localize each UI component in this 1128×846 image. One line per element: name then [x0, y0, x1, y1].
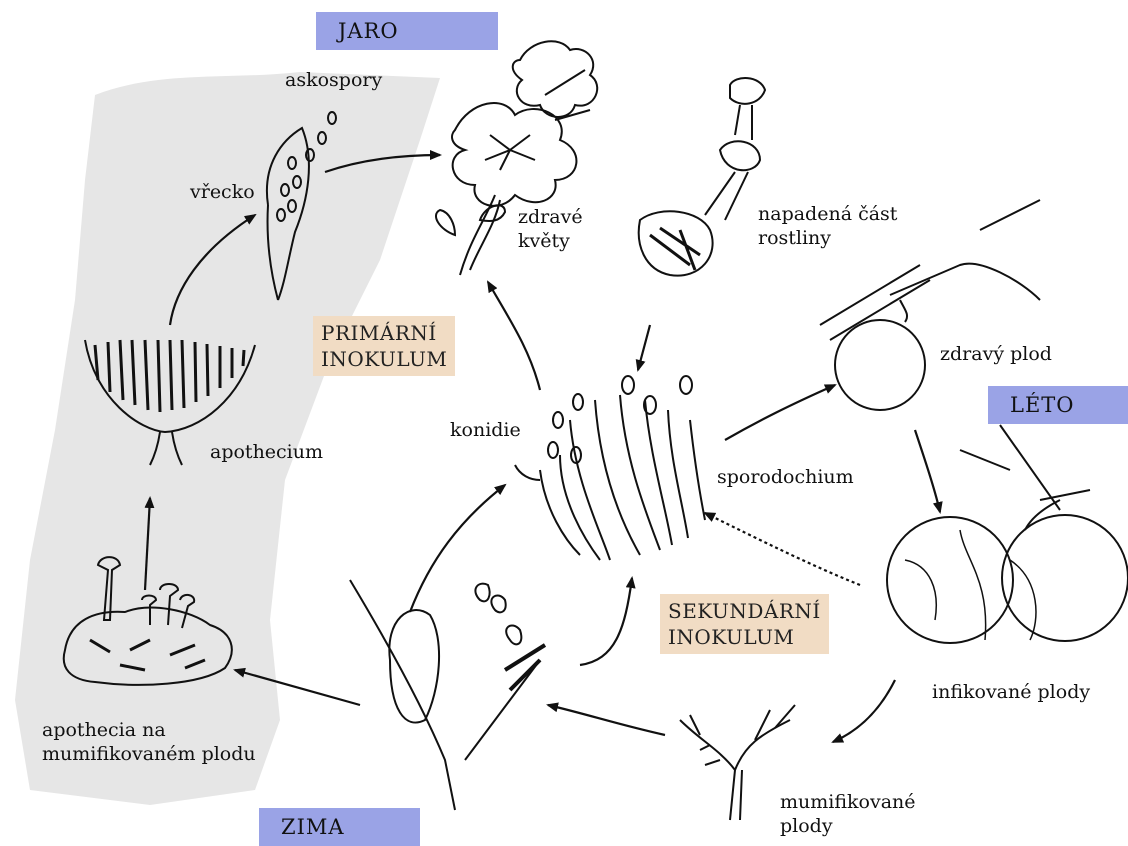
- apothecia-mummy-label: apothecia na mumifikovaném plodu: [42, 718, 256, 766]
- infected-fruits-label: infikované plody: [932, 680, 1090, 704]
- season-spring-label: JARO: [316, 12, 498, 50]
- conidia-label: konidie: [450, 418, 521, 442]
- sporodochium-drawing: [515, 376, 705, 560]
- mummified-fruits-tree-drawing: [680, 705, 795, 820]
- secondary-inoculum-label: SEKUNDÁRNÍ INOKULUM: [660, 594, 829, 654]
- infected-plant-part-drawing: [639, 78, 765, 276]
- arrow-conidia-to-flowers: [488, 282, 540, 390]
- ascospores-label: askospory: [285, 68, 382, 92]
- arrow-sporodochium-to-healthy-fruit: [725, 385, 835, 440]
- arrow-infected-part-to-conidia: [638, 325, 650, 370]
- arrow-infected-fruit-to-sporodochium: [705, 513, 860, 585]
- primary-inoculum-label: PRIMÁRNÍ INOKULUM: [313, 316, 455, 376]
- season-summer-label: LÉTO: [988, 386, 1128, 424]
- sporodochium-label: sporodochium: [717, 465, 854, 489]
- apothecium-label: apothecium: [210, 440, 323, 464]
- arrow-winter-to-conidia: [410, 485, 505, 612]
- infected-part-label: napadená část rostliny: [758, 202, 897, 250]
- arrow-infected-to-mummified: [833, 680, 895, 742]
- winter-branch-mummy-drawing: [350, 580, 545, 810]
- healthy-flowers-label: zdravé květy: [518, 205, 583, 253]
- mummified-fruits-label: mumifikované plody: [780, 790, 916, 838]
- arrow-branch-to-sporodochium: [580, 578, 632, 665]
- healthy-fruit-label: zdravý plod: [940, 342, 1052, 366]
- arrow-healthy-to-infected-fruit: [915, 430, 940, 512]
- season-winter-label: ZIMA: [259, 808, 420, 846]
- ascus-label: vřecko: [190, 180, 255, 204]
- arrow-mummified-to-winter: [548, 705, 665, 735]
